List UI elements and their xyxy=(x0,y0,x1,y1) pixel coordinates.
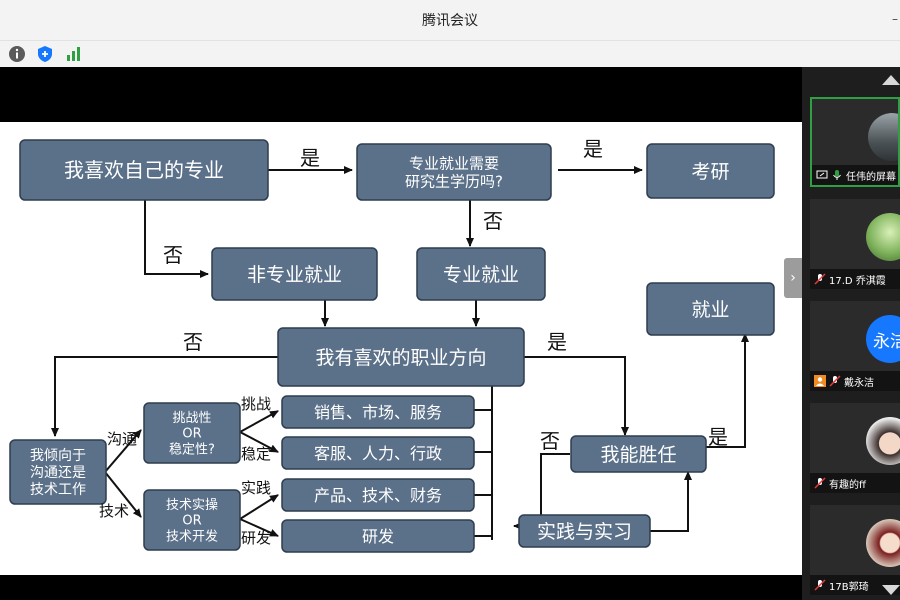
participant-avatar xyxy=(866,417,900,465)
flow-box-text: 我喜欢自己的专业 xyxy=(64,158,224,182)
collapse-sidebar-button[interactable]: › xyxy=(784,258,802,298)
label-challenge: 挑战 xyxy=(241,395,271,413)
label-stable: 稳定 xyxy=(241,445,271,463)
participant-namebar: 任伟的屏幕 xyxy=(812,165,898,185)
participant-tile[interactable]: 有趣的ff xyxy=(810,403,900,493)
flow-box-text: 产品、技术、财务 xyxy=(314,486,442,505)
window-control-minimize[interactable]: – xyxy=(892,12,898,26)
label-yes-2: 是 xyxy=(583,137,603,161)
flow-box-sales: 销售、市场、服务 xyxy=(281,395,475,429)
shield-icon[interactable] xyxy=(36,45,54,63)
mic-muted-icon xyxy=(814,579,826,591)
flow-box-service: 客服、人力、行政 xyxy=(281,436,475,470)
window-title: 腾讯会议 xyxy=(422,13,478,29)
participant-video xyxy=(868,113,898,161)
participant-avatar: 永洁 xyxy=(866,315,900,363)
label-no-4: 否 xyxy=(540,429,560,453)
mic-muted-icon xyxy=(814,477,826,489)
participant-namebar: 戴永洁 xyxy=(810,371,900,391)
flow-box-like-major: 我喜欢自己的专业 xyxy=(19,139,269,201)
participant-name: 戴永洁 xyxy=(844,377,874,389)
flow-box-non-major-job: 非专业就业 xyxy=(211,247,378,301)
participant-name: 17B郭琦 xyxy=(829,581,869,593)
flow-box-employment: 就业 xyxy=(646,282,775,336)
slide-flowchart: 我喜欢自己的专业 专业就业需要研究生学历吗? 考研非专业就业 专业就业我有喜欢的职业方… xyxy=(0,122,802,575)
participant-name: 任伟的屏幕 xyxy=(846,171,896,183)
participant-tile[interactable]: 17.D 乔淇霞 xyxy=(810,199,900,289)
label-develop: 研发 xyxy=(241,529,271,547)
shared-screen: 我喜欢自己的专业 专业就业需要研究生学历吗? 考研非专业就业 专业就业我有喜欢的职业方… xyxy=(0,67,802,600)
flow-box-text: 专业就业需要研究生学历吗? xyxy=(405,154,503,190)
flow-box-text: 非专业就业 xyxy=(247,264,342,286)
flow-labels: 是 是 是 是 否 否 否 否 沟通 技术 挑战 稳定 实践 研发 xyxy=(99,137,728,547)
flow-box-need-degree: 专业就业需要研究生学历吗? xyxy=(356,143,552,201)
label-no-3: 否 xyxy=(183,330,203,354)
participant-avatar xyxy=(866,213,900,261)
label-no-1: 否 xyxy=(483,209,503,233)
title-bar: 腾讯会议 – xyxy=(0,0,900,40)
flow-box-rnd: 研发 xyxy=(281,519,475,553)
participant-namebar: 有趣的ff xyxy=(810,473,900,493)
flow-box-practice: 实践与实习 xyxy=(518,514,651,548)
flow-box-text: 专业就业 xyxy=(443,264,519,286)
flow-box-career-direction: 我有喜欢的职业方向 xyxy=(277,327,525,387)
flow-box-text: 我倾向于沟通还是技术工作 xyxy=(30,448,86,498)
scroll-down-icon[interactable] xyxy=(882,585,900,595)
flow-box-text: 客服、人力、行政 xyxy=(314,444,442,463)
info-icon[interactable] xyxy=(8,45,26,63)
label-technical: 技术 xyxy=(99,502,129,520)
flow-box-prefer: 我倾向于沟通还是技术工作 xyxy=(9,439,107,505)
flow-box-product: 产品、技术、财务 xyxy=(281,478,475,512)
signal-icon[interactable] xyxy=(64,45,82,63)
flow-box-competent: 我能胜任 xyxy=(570,435,707,473)
label-yes-3: 是 xyxy=(547,330,567,354)
participant-tile[interactable]: 永洁 戴永洁 xyxy=(810,301,900,391)
label-yes-4: 是 xyxy=(708,425,728,449)
mic-on-icon xyxy=(833,170,841,180)
label-yes-1: 是 xyxy=(300,146,320,170)
flow-box-text: 实践与实习 xyxy=(537,521,632,543)
flow-box-text: 就业 xyxy=(691,299,729,321)
flow-box-major-job: 专业就业 xyxy=(416,247,546,301)
flow-box-text: 考研 xyxy=(691,161,729,183)
label-no-2: 否 xyxy=(163,243,183,267)
mic-muted-icon xyxy=(829,375,841,387)
avatar-initials: 永洁 xyxy=(873,331,900,352)
flow-box-text: 我能胜任 xyxy=(600,444,676,466)
flow-box-text: 我有喜欢的职业方向 xyxy=(315,347,486,369)
participant-tile[interactable]: 17B郭琦 xyxy=(810,505,900,595)
participant-sidebar: 任伟的屏幕 17.D 乔淇霞 永洁 戴永洁 有趣的ff 17B郭琦 xyxy=(802,67,900,600)
label-communicate: 沟通 xyxy=(107,430,137,448)
participant-name: 17.D 乔淇霞 xyxy=(829,275,886,287)
scroll-up-icon[interactable] xyxy=(882,75,900,85)
flow-box-text: 研发 xyxy=(362,527,394,546)
screen-share-icon xyxy=(816,170,828,179)
mic-muted-icon xyxy=(814,273,826,285)
flow-connectors xyxy=(51,166,749,540)
flow-box-text: 销售、市场、服务 xyxy=(314,403,442,422)
participant-avatar xyxy=(866,519,900,567)
participant-name: 有趣的ff xyxy=(829,479,866,491)
user-icon xyxy=(814,375,826,387)
label-practice: 实践 xyxy=(241,479,271,497)
participant-tile[interactable]: 任伟的屏幕 xyxy=(810,97,900,187)
flow-box-kaoyan: 考研 xyxy=(646,143,775,199)
toolbar xyxy=(0,40,900,67)
chevron-right-icon: › xyxy=(790,270,796,286)
participant-namebar: 17.D 乔淇霞 xyxy=(810,269,900,289)
participant-namebar: 17B郭琦 xyxy=(810,575,900,595)
